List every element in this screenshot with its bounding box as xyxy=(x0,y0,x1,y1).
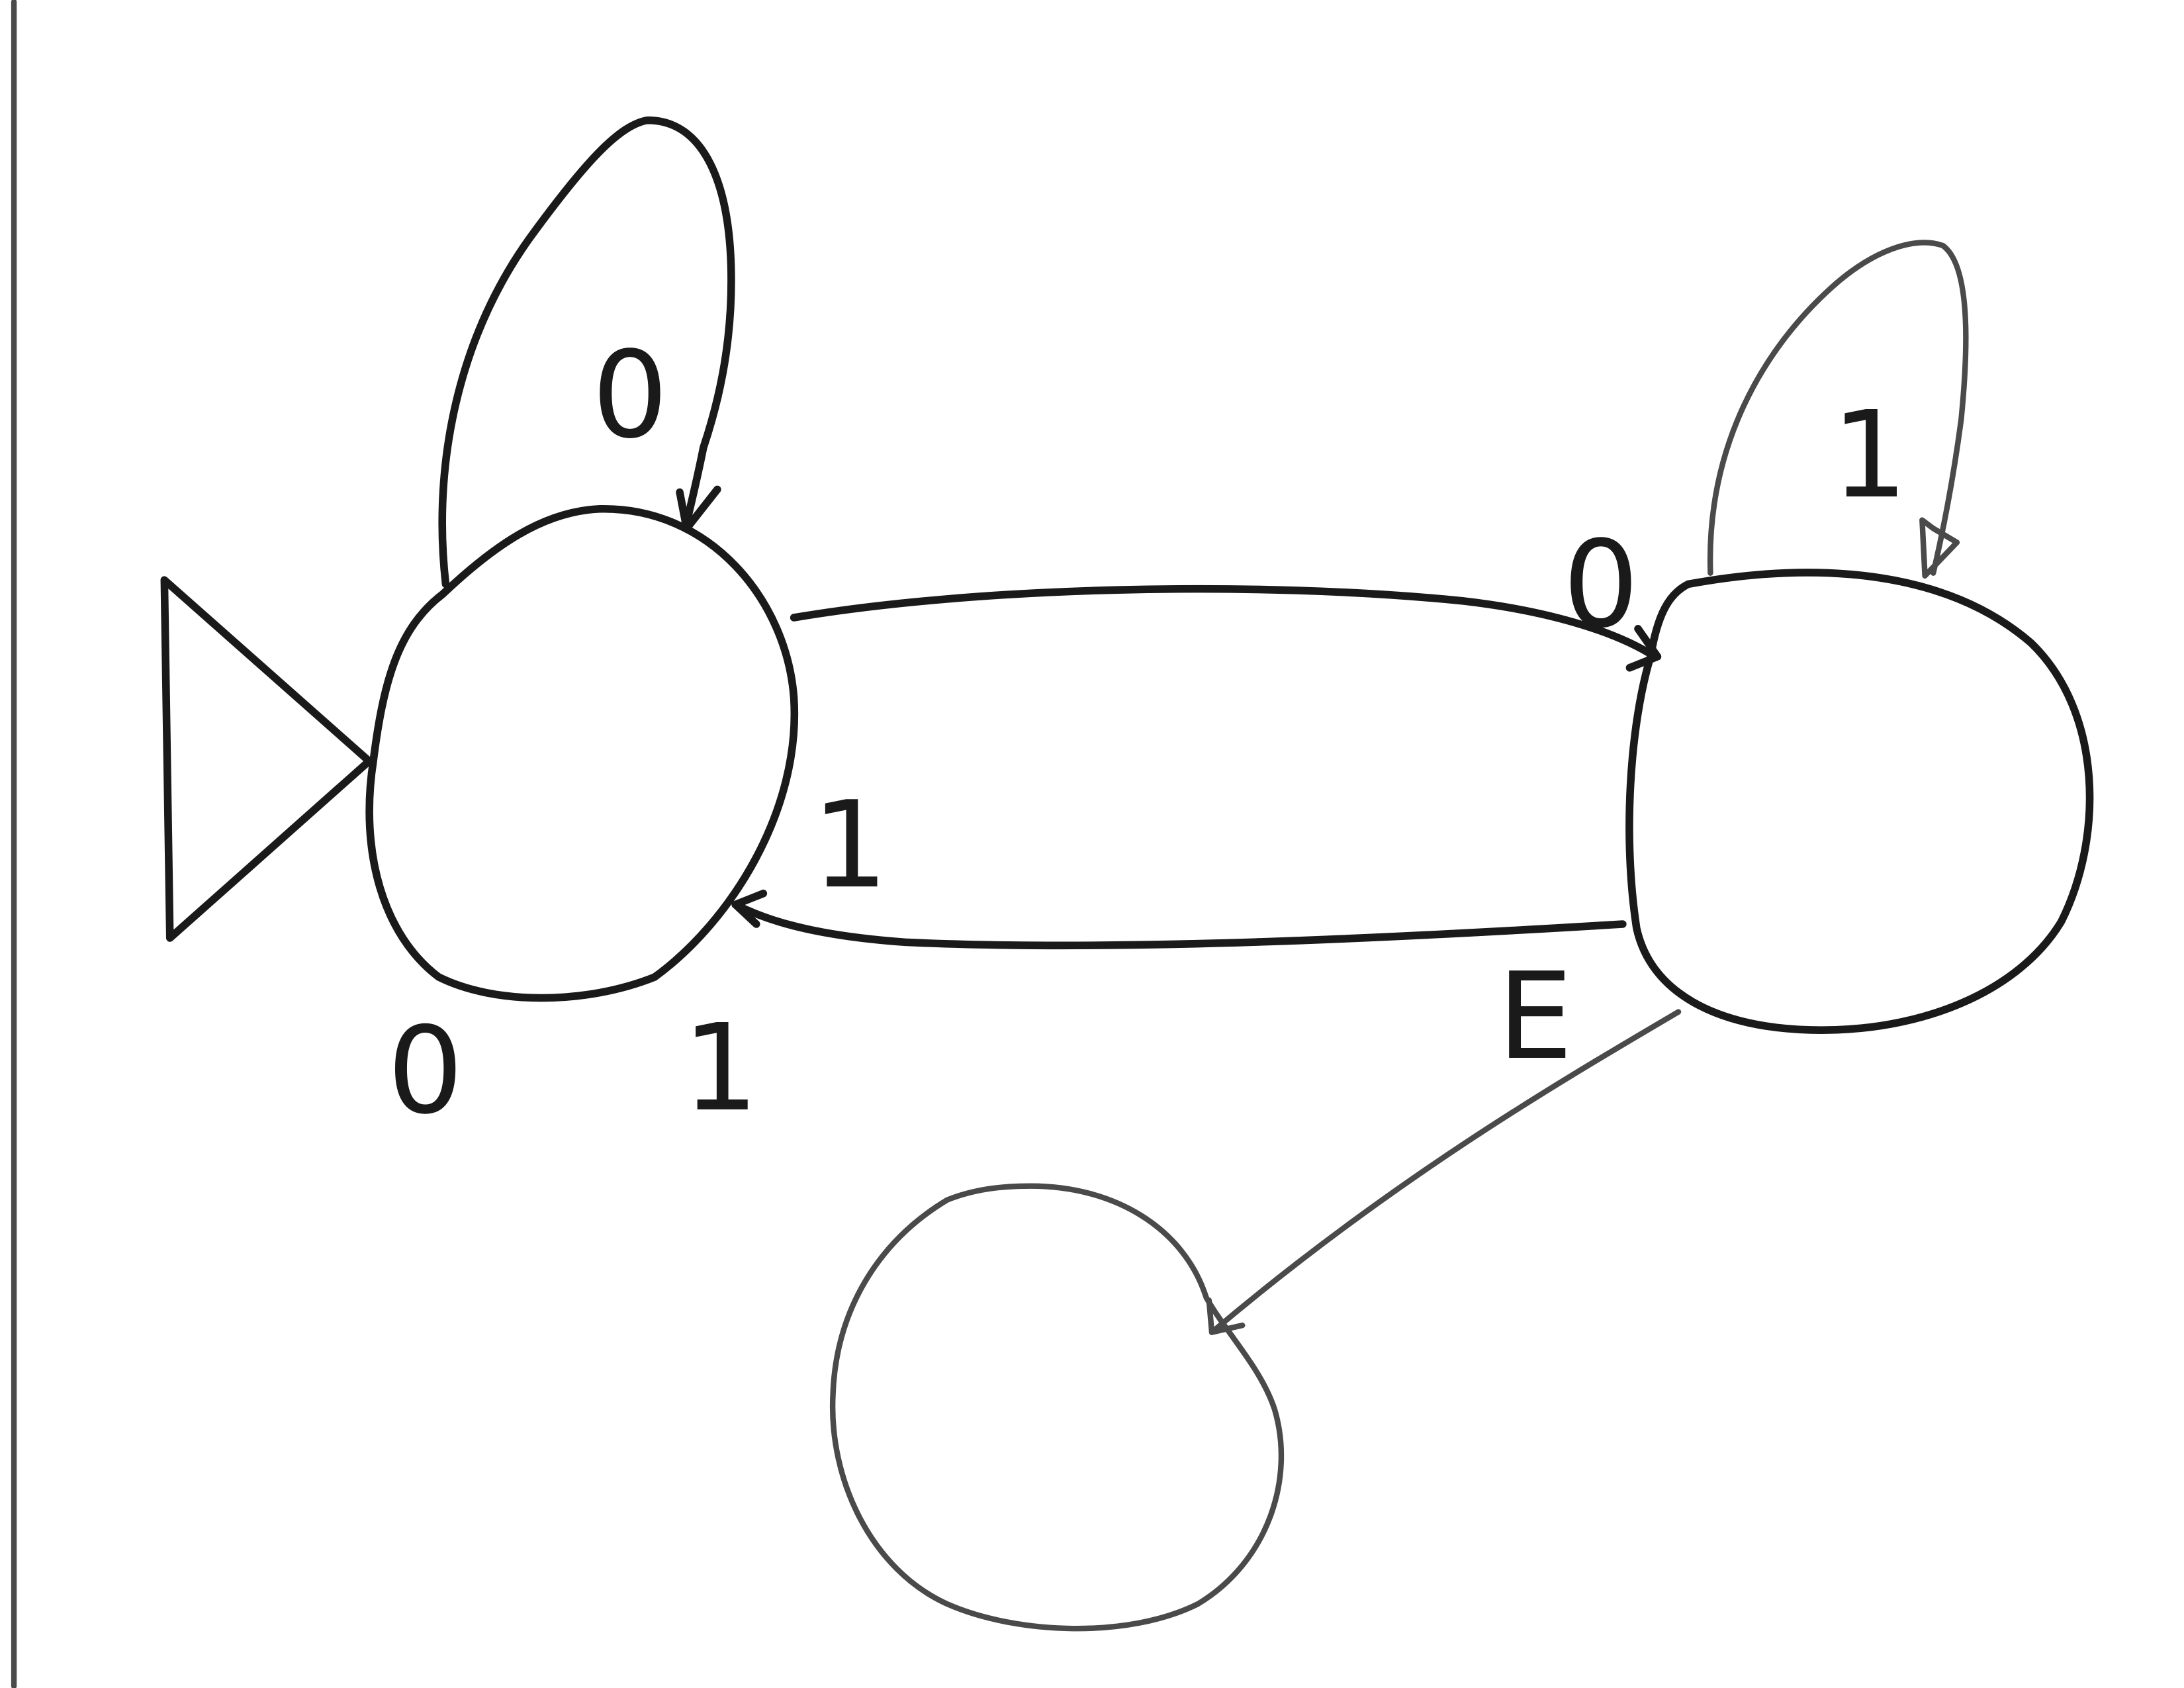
state-q1 xyxy=(1625,569,2094,1034)
edge-q1-to-q2-arrowhead xyxy=(1206,1297,1246,1335)
label-edge-q0-to-q1: 0 xyxy=(1563,515,1639,655)
start-marker xyxy=(160,576,373,942)
label-below-q0-left: 0 xyxy=(387,1001,463,1141)
label-edge-q1-to-q0: 1 xyxy=(812,775,888,915)
edge-q1-to-q0-arrowhead xyxy=(731,889,768,928)
edge-q1-to-q0 xyxy=(731,900,1627,950)
label-self-loop-q1: 1 xyxy=(1832,385,1908,525)
label-below-q0-right: 1 xyxy=(682,998,758,1138)
edge-q0-to-q1-arrowhead xyxy=(1625,625,1662,672)
self-loop-q0 xyxy=(438,116,735,588)
edge-q0-to-q1 xyxy=(790,585,1659,661)
label-self-loop-q0: 0 xyxy=(592,325,668,465)
self-loop-q0-arrowhead xyxy=(676,485,721,533)
state-q0 xyxy=(365,505,799,1002)
state-q2 xyxy=(829,1183,1285,1632)
self-loop-q1 xyxy=(1707,240,1969,576)
edge-q1-to-q2 xyxy=(1208,1009,1682,1335)
label-edge-q1-to-q2: E xyxy=(1497,947,1572,1086)
self-loop-q1-arrowhead xyxy=(1919,517,1960,579)
